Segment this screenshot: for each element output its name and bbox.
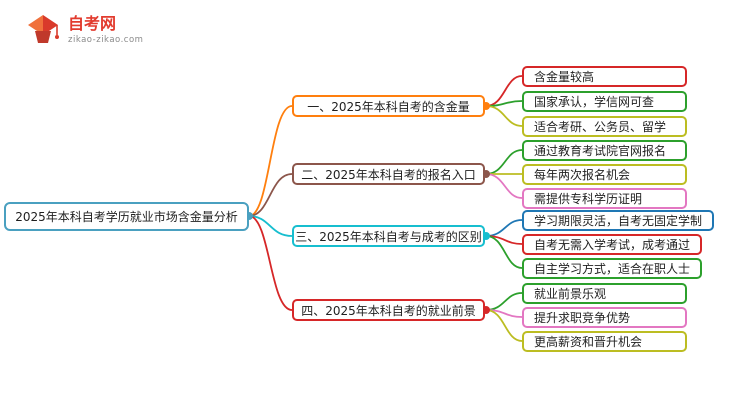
link-branch3-leaf3 [485,235,523,269]
leaf-node-3-3[interactable]: 自主学习方式，适合在职人士 [522,258,703,279]
link-branch1-leaf3 [485,105,523,127]
branch-node-1[interactable]: 一、2025年本科自考的含金量 [292,95,485,117]
link-branch2-leaf3 [485,173,523,199]
graduation-cap-icon [28,15,59,43]
leaf-node-2-3[interactable]: 需提供专科学历证明 [522,188,687,209]
link-branch1-leaf2 [485,100,523,107]
leaf-node-3-2[interactable]: 自考无需入学考试，成考通过 [522,234,703,255]
leaf-node-1-1[interactable]: 含金量较高 [522,66,687,87]
logo[interactable]: 自考网 zikao-zikao.com [26,12,143,48]
leaf-node-3-1[interactable]: 学习期限灵活，自考无固定学制 [522,210,715,231]
branch-node-3[interactable]: 三、2025年本科自考与成考的区别 [292,225,485,247]
link-root-branch-3 [248,215,293,237]
logo-text: 自考网 zikao-zikao.com [68,15,143,45]
link-branch3-leaf1 [485,219,523,237]
logo-subtitle: zikao-zikao.com [68,34,144,45]
link-branch2-leaf1 [485,149,523,175]
logo-title: 自考网 [68,14,117,34]
link-root-branch-2 [248,173,293,217]
leaf-node-4-2[interactable]: 提升求职竞争优势 [522,307,687,328]
leaf-node-2-2[interactable]: 每年两次报名机会 [522,164,687,185]
leaf-node-1-3[interactable]: 适合考研、公务员、留学 [522,116,687,137]
branch-node-4[interactable]: 四、2025年本科自考的就业前景 [292,299,485,321]
leaf-node-4-3[interactable]: 更高薪资和晋升机会 [522,331,687,352]
branch-node-2[interactable]: 二、2025年本科自考的报名入口 [292,163,485,185]
link-root-branch-1 [248,105,293,217]
leaf-node-4-1[interactable]: 就业前景乐观 [522,283,687,304]
link-branch4-leaf1 [485,292,523,311]
link-root-branch-4 [248,215,293,311]
root-node[interactable]: 2025年本科自考学历就业市场含金量分析 [4,202,249,231]
leaf-node-2-1[interactable]: 通过教育考试院官网报名 [522,140,687,161]
link-branch4-leaf3 [485,309,523,342]
leaf-node-1-2[interactable]: 国家承认，学信网可查 [522,91,687,112]
